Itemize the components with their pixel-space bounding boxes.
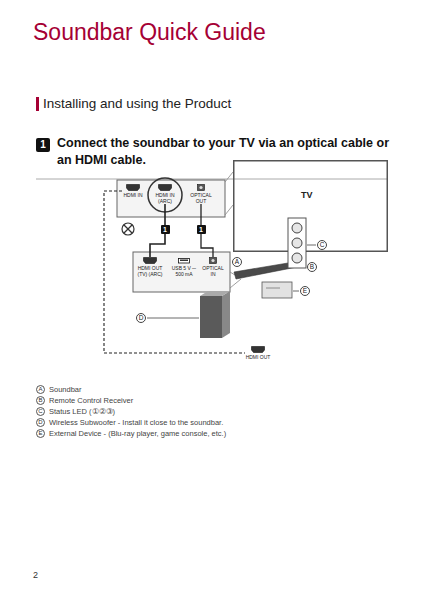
subwoofer <box>200 291 230 296</box>
hdmi-cable <box>104 191 245 353</box>
status-led-panel <box>288 218 306 268</box>
step-number: 1 <box>36 138 50 152</box>
cable-number: 1 <box>161 225 170 234</box>
callout-letter: E <box>300 286 310 296</box>
hdmi-port <box>144 258 157 264</box>
status-led <box>292 238 302 248</box>
page-title: Soundbar Quick Guide <box>33 19 266 46</box>
rule-line <box>36 179 388 180</box>
part-name: External Device - (Blu-ray player, game … <box>49 429 226 438</box>
subwoofer <box>222 291 230 338</box>
not-used-symbol <box>122 223 134 235</box>
port-icon <box>194 184 208 191</box>
subwoofer <box>200 296 222 338</box>
port-icon <box>206 257 220 264</box>
step-text: Connect the soundbar to your TV via an o… <box>57 135 392 169</box>
leader-line <box>147 318 199 319</box>
optical-port <box>199 186 202 189</box>
port-box: OPTICAL OUT <box>187 184 215 204</box>
external-device <box>262 282 292 298</box>
hdmi-port <box>252 347 265 353</box>
not-used-symbol <box>124 225 132 233</box>
magnifier-line <box>230 279 241 288</box>
soundbar-port-panel <box>133 252 230 292</box>
leader-line <box>307 245 316 246</box>
not-used-symbol <box>124 225 132 233</box>
usb-port <box>180 260 188 262</box>
port-name: OPTICAL OUT <box>187 192 215 204</box>
port-icon <box>126 184 140 191</box>
port-name: HDMI OUT <box>245 354 271 360</box>
hdmi-port <box>127 185 140 191</box>
port-name: HDMI IN <box>122 192 144 198</box>
part-name: Status LED (①②③) <box>49 407 115 416</box>
port-name: HDMI OUT (TV) (ARC) <box>135 265 165 277</box>
port-icon <box>158 184 172 191</box>
tv-frame <box>234 161 388 252</box>
optical-port <box>210 258 217 264</box>
status-led <box>292 223 302 233</box>
optical-port <box>198 185 205 191</box>
tv-outline <box>233 160 388 272</box>
port-icon <box>251 346 265 353</box>
page-number: 2 <box>33 570 38 580</box>
usb-port <box>179 259 190 264</box>
leader-line <box>293 291 299 292</box>
heading-bar <box>36 97 39 111</box>
legend-letter: D <box>36 418 45 427</box>
port-box: HDMI IN (ARC) <box>154 184 176 204</box>
port-box: HDMI OUT <box>245 346 271 360</box>
callout-letter: B <box>307 262 317 272</box>
legend-letter: A <box>36 385 45 394</box>
port-icon <box>143 257 157 264</box>
optical-port <box>211 259 214 262</box>
cable-number: 1 <box>197 225 206 234</box>
part-name: Soundbar <box>49 385 82 394</box>
callout-letter: A <box>232 257 242 267</box>
legend-letter: E <box>36 429 45 438</box>
hdmi-port <box>159 185 172 191</box>
legend-letter: C <box>36 407 45 416</box>
port-name: USB 5 V ⎓ 500 mA <box>170 265 198 277</box>
callout-letter: D <box>136 313 146 323</box>
port-box: OPTICAL IN <box>200 257 226 277</box>
port-box: HDMI IN <box>122 184 144 198</box>
port-name: HDMI IN (ARC) <box>154 192 176 204</box>
device-name: TV <box>301 190 388 200</box>
part-name: Remote Control Receiver <box>49 396 133 405</box>
callout-letter: C <box>317 240 327 250</box>
tv-screen: TV <box>233 160 388 252</box>
port-icon <box>177 257 191 264</box>
section-heading: Installing and using the Product <box>43 96 231 112</box>
part-name: Wireless Subwoofer - Install it close to… <box>49 418 223 427</box>
legend-letter: B <box>36 396 45 405</box>
magnifier-line <box>225 172 233 182</box>
disc-slot <box>266 288 280 289</box>
port-box: HDMI OUT (TV) (ARC) <box>135 257 165 277</box>
magnifier-line <box>225 205 233 215</box>
status-led <box>292 253 302 263</box>
port-box: USB 5 V ⎓ 500 mA <box>170 257 198 277</box>
port-name: OPTICAL IN <box>200 265 226 277</box>
